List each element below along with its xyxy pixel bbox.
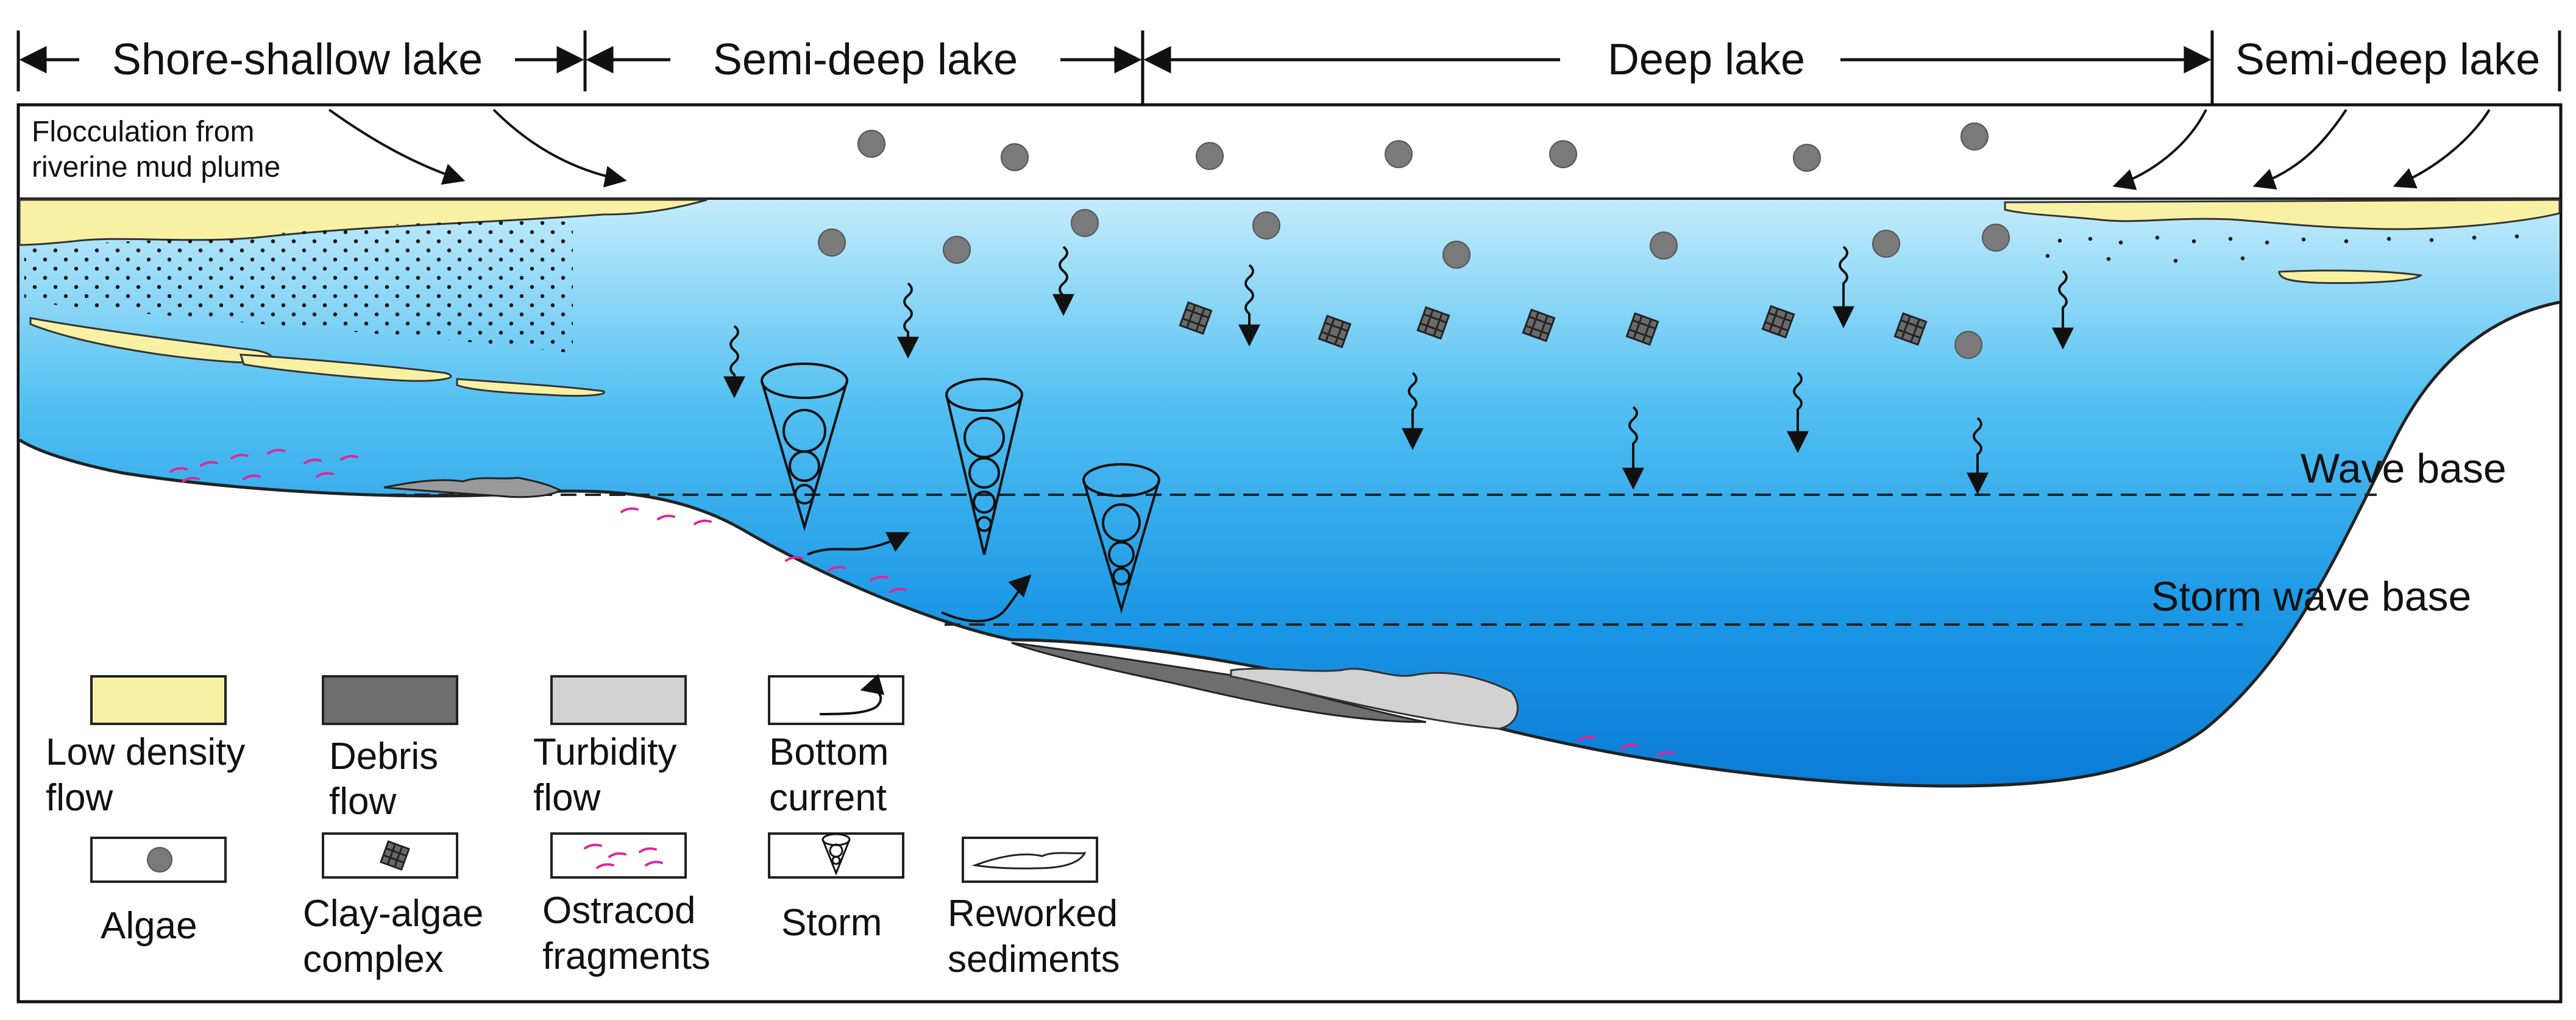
- legend-item-bottom-current: Bottom current: [768, 673, 904, 819]
- flocculation-label-line1: Flocculation from: [32, 116, 254, 148]
- stippled-sand: [24, 221, 573, 353]
- algae-particles: [818, 122, 2010, 359]
- legend-item-debris-flow: Debris flow: [322, 675, 458, 823]
- legend-label: Ostracod: [542, 890, 696, 932]
- legend-item-clay-algae-complex: Clay-algae complex: [303, 832, 483, 980]
- lake-water: [20, 199, 2560, 786]
- zone-label-deep: Deep lake: [1608, 35, 1805, 84]
- curved-arrow-icon: [768, 675, 904, 725]
- stippled-sand-right: [2045, 234, 2519, 263]
- storm-wave-base-label: Storm wave base: [2151, 573, 2471, 620]
- legend-label: flow: [46, 777, 113, 819]
- storm-cones: [761, 363, 1160, 614]
- legend-label: Turbidity: [533, 731, 676, 773]
- clay-algae-icon: [322, 832, 458, 879]
- legend-label: Algae: [101, 905, 197, 947]
- legend: Low density flow Debris flow Turbidity f…: [46, 673, 1120, 980]
- low-density-flow-swatch: [90, 675, 227, 725]
- legend-item-ostracod-fragments: Ostracod fragments: [542, 832, 711, 977]
- zone-label-semi-deep-left: Semi-deep lake: [713, 35, 1018, 84]
- reworked-sediment-deposit: [383, 476, 563, 498]
- legend-label: Debris: [329, 735, 438, 777]
- legend-item-reworked-sediments: Reworked sediments: [948, 837, 1120, 980]
- legend-label: Low density: [46, 731, 245, 773]
- legend-label: flow: [329, 781, 396, 823]
- plume-arrows: [328, 108, 2491, 190]
- settling-arrows: [723, 246, 2074, 495]
- legend-item-turbidity-flow: Turbidity flow: [533, 675, 687, 819]
- zone-label-shore-shallow: Shore-shallow lake: [112, 35, 483, 84]
- legend-item-storm: Storm: [768, 832, 904, 944]
- shore-sand-bodies: [18, 199, 2561, 397]
- legend-label: Reworked: [948, 893, 1118, 935]
- turbidity-flow-deposit: [1230, 667, 1519, 730]
- wave-base-label: Wave base: [2301, 445, 2507, 492]
- ostracod-fragments: [169, 448, 1675, 757]
- debris-flow-deposit: [1011, 642, 1427, 723]
- legend-label: current: [769, 777, 887, 819]
- turbidity-flow-swatch: [550, 675, 687, 725]
- legend-label: fragments: [542, 935, 711, 977]
- zone-label-semi-deep-right: Semi-deep lake: [2235, 35, 2540, 84]
- legend-label: complex: [303, 938, 444, 980]
- bottom-current-arrows: [807, 532, 1032, 623]
- zone-header: Shore-shallow lake Semi-deep lake Deep l…: [16, 30, 2561, 104]
- legend-label: Bottom: [769, 731, 889, 773]
- legend-label: Storm: [781, 902, 882, 944]
- legend-label: flow: [533, 777, 600, 819]
- legend-label: sediments: [948, 938, 1120, 980]
- debris-flow-swatch: [322, 675, 458, 725]
- ostracod-icon: [550, 832, 687, 879]
- clay-algae-complexes: [1179, 301, 1928, 349]
- legend-item-algae: Algae: [90, 837, 227, 947]
- legend-label: Clay-algae: [303, 893, 483, 935]
- flocculation-label-line2: riverine mud plume: [32, 151, 280, 183]
- legend-item-low-density-flow: Low density flow: [46, 675, 245, 819]
- storm-cone-icon: [768, 832, 904, 879]
